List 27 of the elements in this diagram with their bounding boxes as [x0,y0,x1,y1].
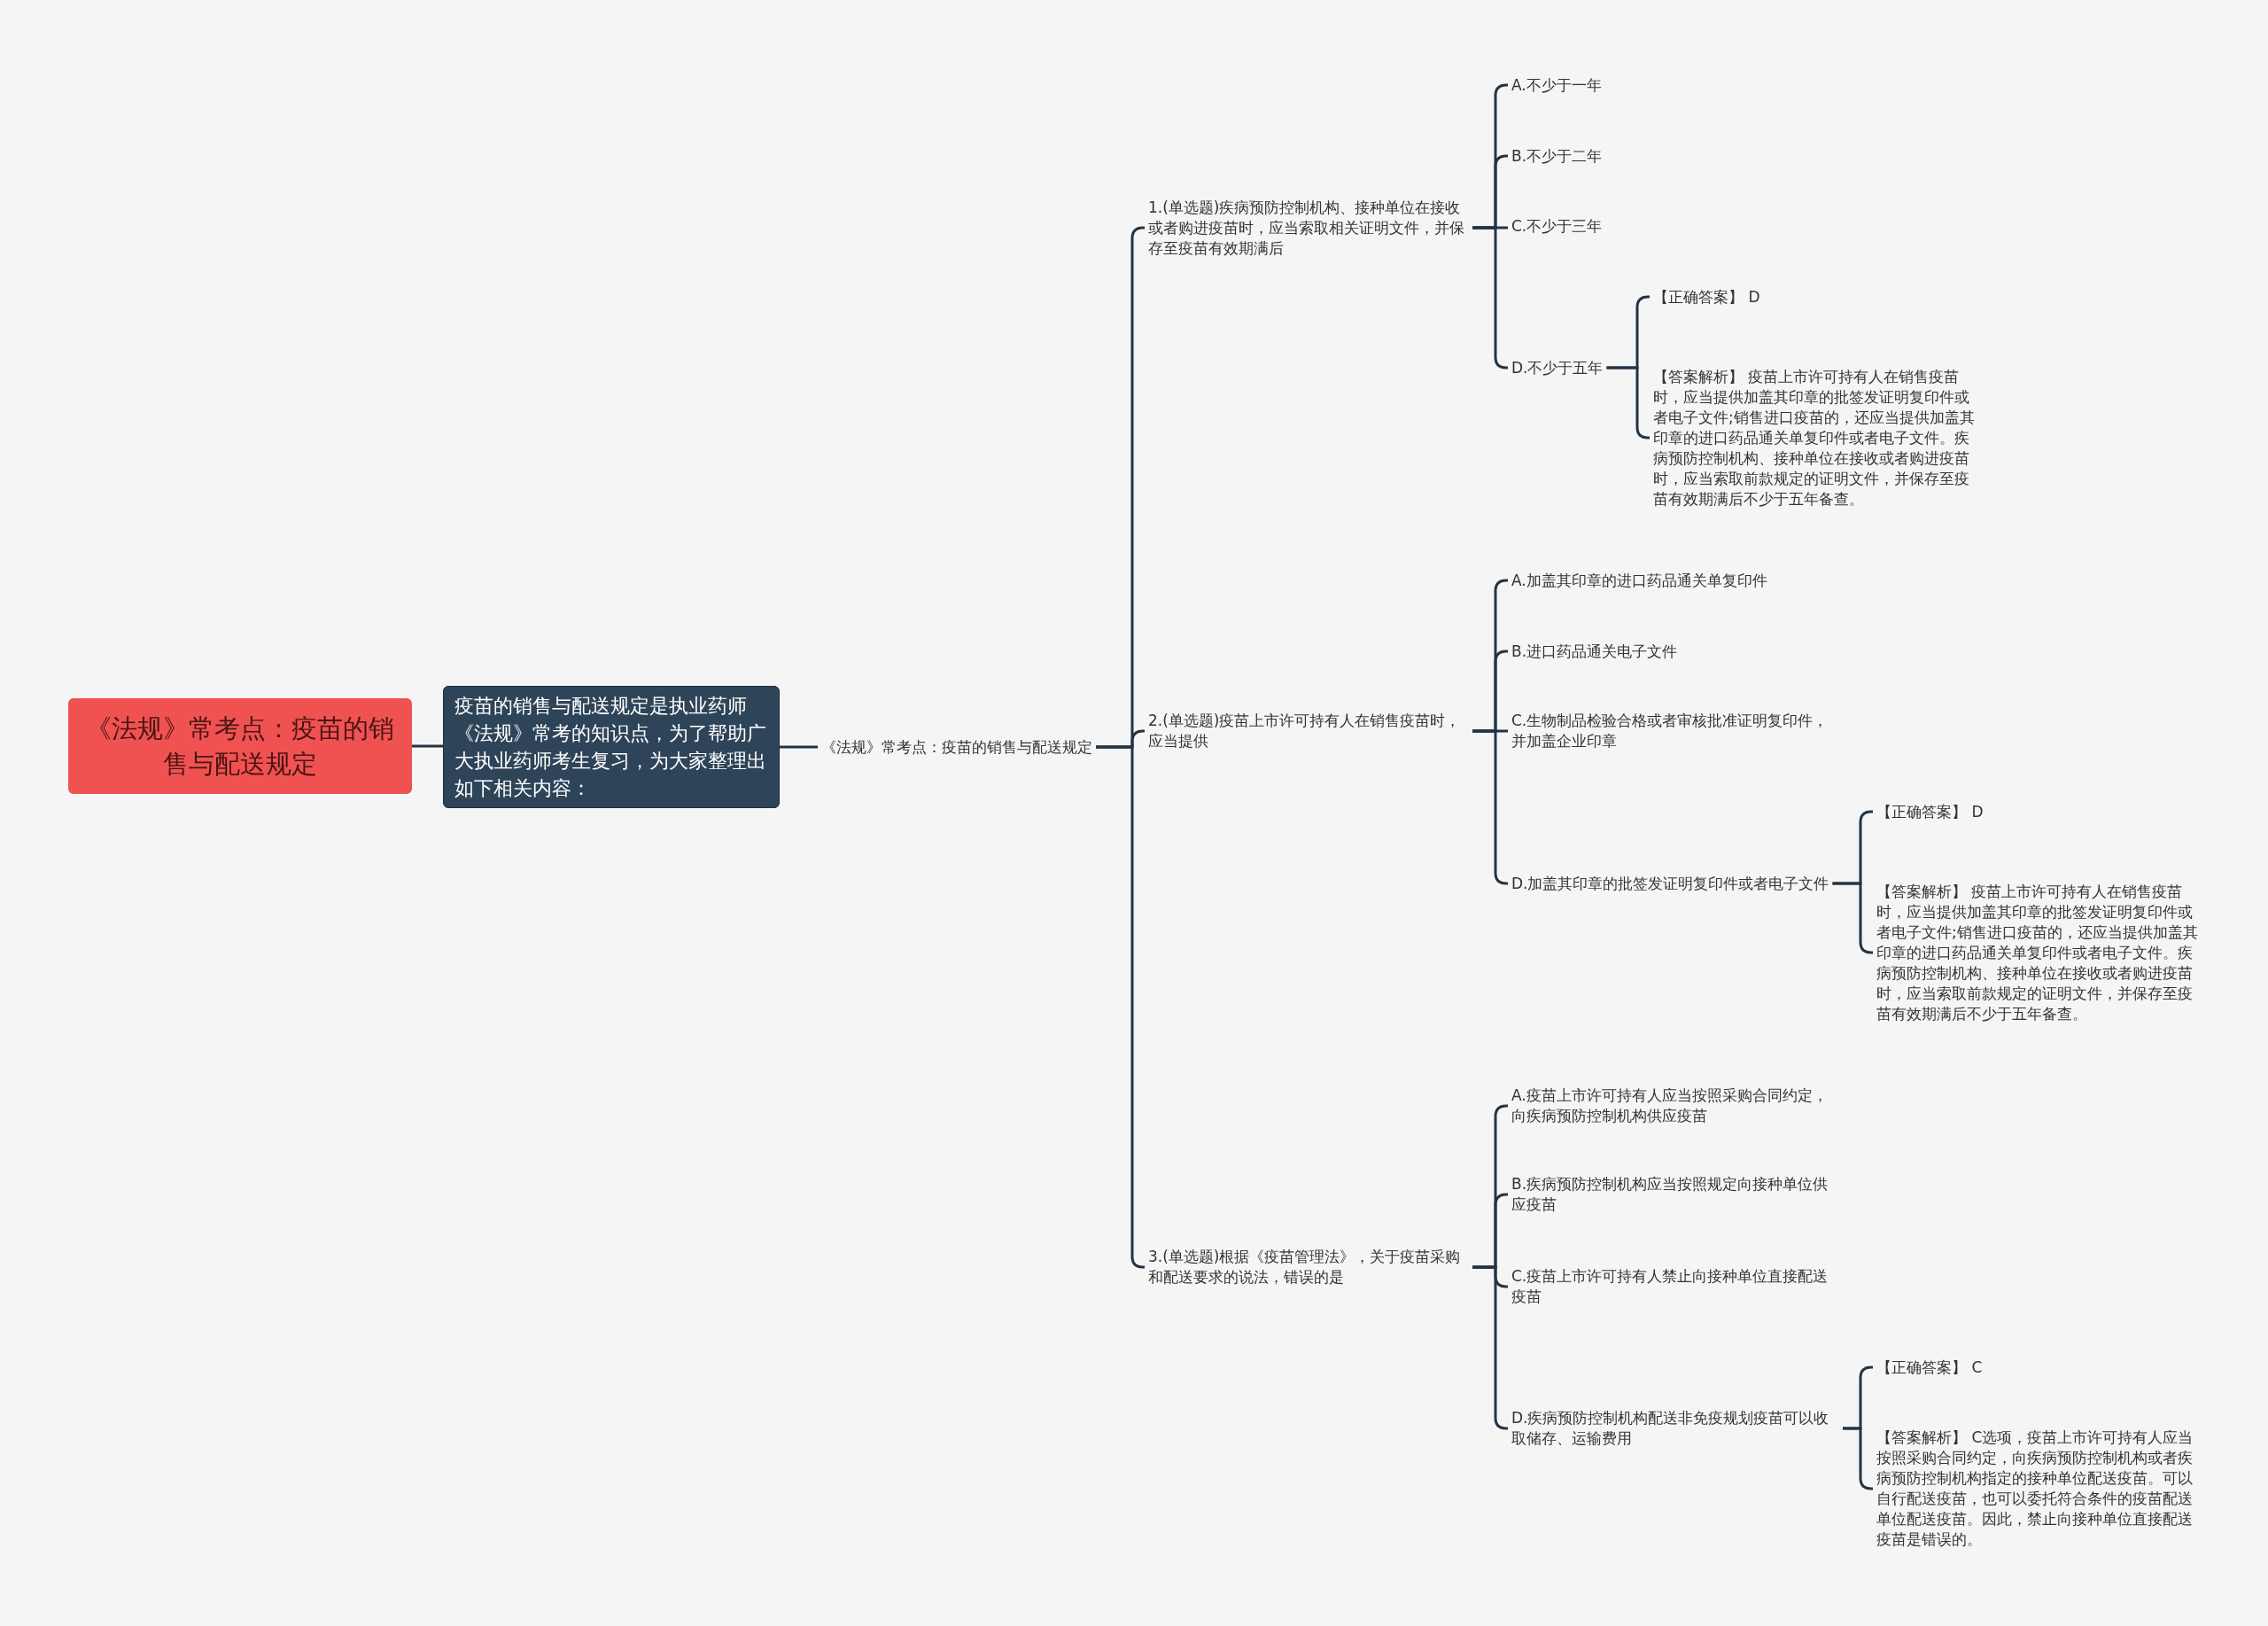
answer-text: 【正确答案】 C [1876,1357,1983,1378]
answer-text: 【正确答案】 D [1876,801,1984,822]
connector-line [412,744,443,748]
connector-line [1096,745,1146,1269]
option-text: D.不少于五年 [1511,357,1604,378]
option-text: B.疾病预防控制机构应当按照规定向接种单位供应疫苗 [1511,1174,1839,1215]
option-text: A.不少于一年 [1511,74,1602,96]
connector-line [780,745,818,749]
answer-text: 【正确答案】 D [1653,286,1760,307]
question-text: 3.(单选题)根据《疫苗管理法》，关于疫苗采购和配送要求的说法，错误的是 [1148,1247,1469,1288]
intro-box: 疫苗的销售与配送规定是执业药师《法规》常考的知识点，为了帮助广大执业药师考生复习，为大家整理出如下相关内容： [443,686,780,808]
option-text: A.疫苗上市许可持有人应当按照采购合同约定，向疾病预防控制机构供应疫苗 [1511,1085,1839,1126]
option-text: B.进口药品通关电子文件 [1511,641,1678,662]
option-text: C.不少于三年 [1511,215,1603,237]
explanation-text: 【答案解析】 疫苗上市许可持有人在销售疫苗时，应当提供加盖其印章的批签发证明复印件或者电子文件;销售进口疫苗的，还应当提供加盖其印章的进口药品通关单复印件或者电子文件。疾病预防控制机构、接种单位在接收或者购进疫苗时，应当索取前款规定的证明文件，并保存至疫苗有效期满后不少于五年备查。 [1653,366,1977,510]
option-text: D.疾病预防控制机构配送非免疫规划疫苗可以收取储存、运输费用 [1511,1408,1839,1449]
topic-box: 《法规》常考点：疫苗的销售与配送规定 [68,698,412,794]
question-text: 1.(单选题)疾病预防控制机构、接种单位在接收或者购进疫苗时，应当索取相关证明文件，并保存至疫苗有效期满后 [1148,197,1469,259]
question-text: 2.(单选题)疫苗上市许可持有人在销售疫苗时，应当提供 [1148,711,1469,751]
option-text: C.生物制品检验合格或者审核批准证明复印件，并加盖企业印章 [1511,711,1839,751]
explanation-text: 【答案解析】 疫苗上市许可持有人在销售疫苗时，应当提供加盖其印章的批签发证明复印件或者电子文件;销售进口疫苗的，还应当提供加盖其印章的进口药品通关单复印件或者电子文件。疾病预防控制机构、接种单位在接收或者购进疫苗时，应当索取前款规定的证明文件，并保存至疫苗有效期满后不少于五年备查。 [1876,881,2200,1024]
option-text: C.疫苗上市许可持有人禁止向接种单位直接配送疫苗 [1511,1266,1839,1307]
branch-text: 《法规》常考点：疫苗的销售与配送规定 [821,736,1092,758]
option-text: A.加盖其印章的进口药品通关单复印件 [1511,570,1767,591]
explanation-text: 【答案解析】 C选项，疫苗上市许可持有人应当按照采购合同约定，向疾病预防控制机构或者疾病预防控制机构指定的接种单位配送疫苗。可以自行配送疫苗，也可以委托符合条件的疫苗配送单位配送疫苗。因此，禁止向接种单位直接配送疫苗是错误的。 [1876,1428,2200,1550]
option-text: B.不少于二年 [1511,145,1603,167]
option-text: D.加盖其印章的批签发证明复印件或者电子文件 [1511,873,1829,894]
